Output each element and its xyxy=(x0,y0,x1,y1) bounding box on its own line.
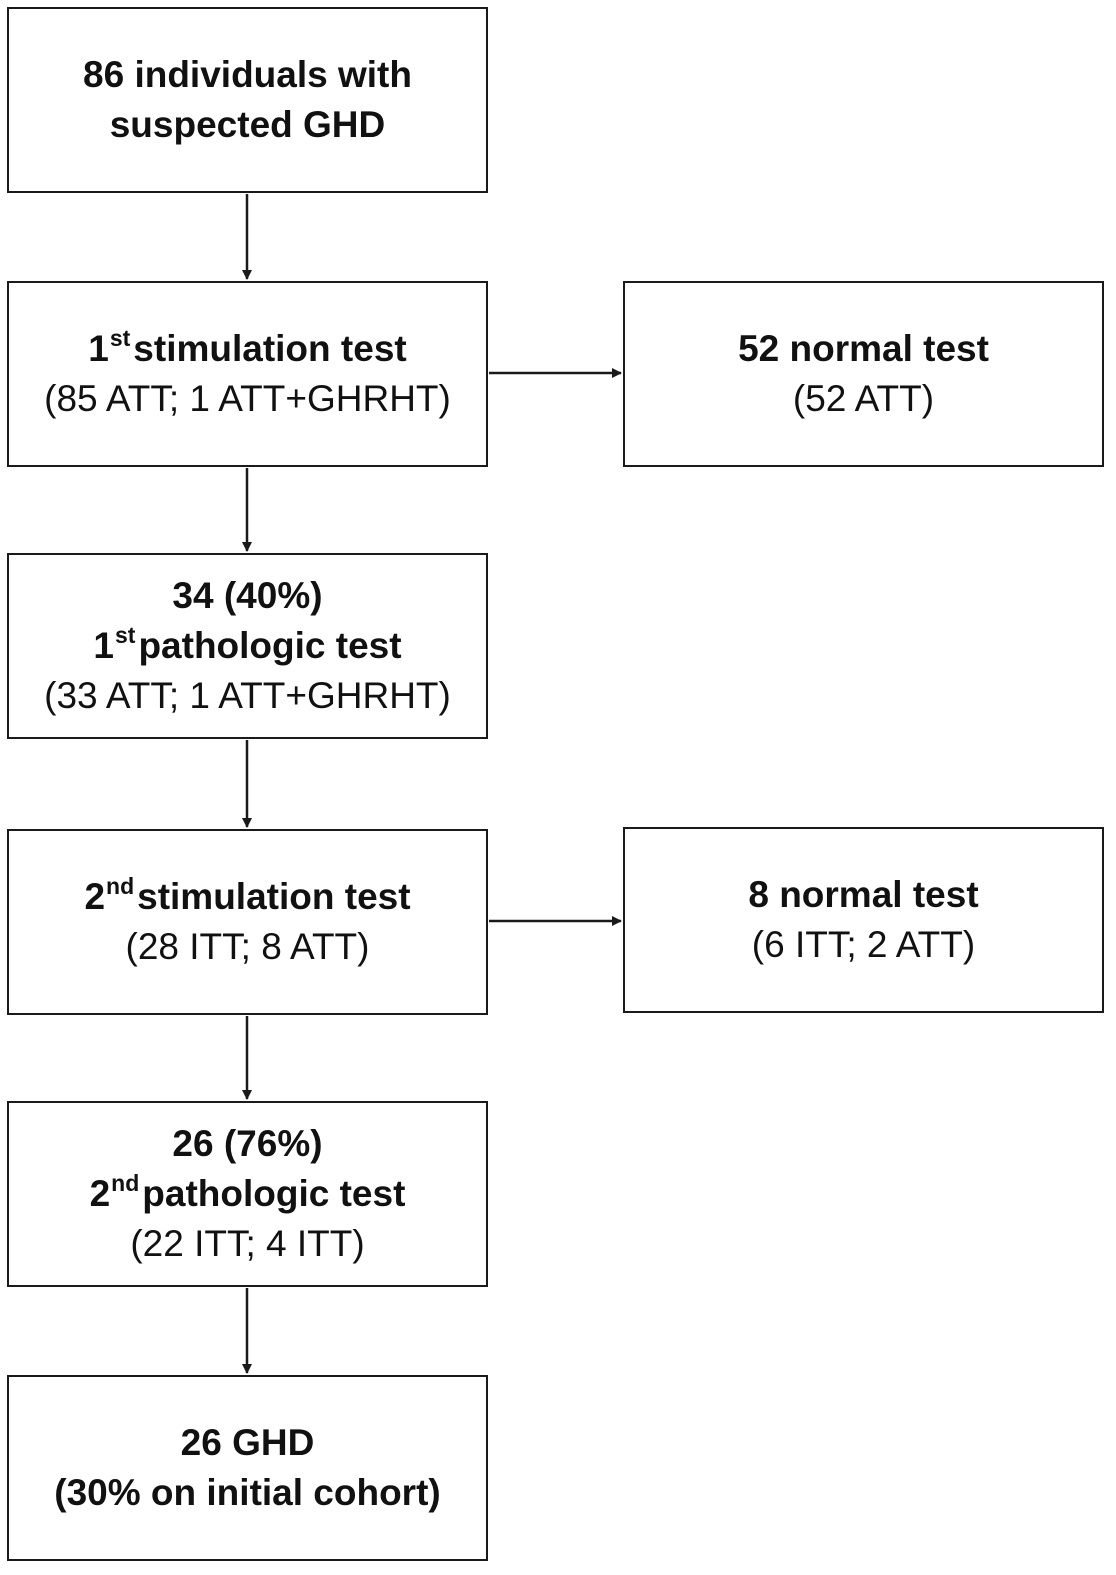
title-text: stimulation test xyxy=(133,328,407,369)
title-text: stimulation test xyxy=(137,876,411,917)
box-first-pathologic-test-title: 1stpathologic test xyxy=(93,621,401,671)
box-second-pathologic-test-detail: (22 ITT; 4 ITT) xyxy=(130,1223,365,1264)
box-second-stimulation-test: 2ndstimulation test (28 ITT; 8 ATT) xyxy=(7,829,488,1015)
ordinal-number: 1 xyxy=(93,625,114,666)
ordinal-suffix: st xyxy=(115,622,136,648)
box-second-normal-test-detail: (6 ITT; 2 ATT) xyxy=(751,924,976,965)
box-final-ghd-title: 26 GHD xyxy=(180,1422,315,1463)
ordinal-number: 2 xyxy=(84,876,106,917)
ordinal-number: 1 xyxy=(88,328,109,369)
box-second-normal-test: 8 normal test (6 ITT; 2 ATT) xyxy=(623,827,1104,1013)
title-text: pathologic test xyxy=(142,1173,406,1214)
box-first-pathologic-test-count: 34 (40%) xyxy=(172,575,323,616)
ordinal-suffix: nd xyxy=(111,1170,140,1196)
box-suspected-ghd: 86 individuals with suspected GHD xyxy=(7,7,488,193)
box-first-pathologic-test: 34 (40%) 1stpathologic test (33 ATT; 1 A… xyxy=(7,553,488,739)
box-second-stimulation-test-detail: (28 ITT; 8 ATT) xyxy=(125,926,370,967)
box-first-stimulation-test: 1ststimulation test (85 ATT; 1 ATT+GHRHT… xyxy=(7,281,488,467)
box-suspected-ghd-line2: suspected GHD xyxy=(109,104,386,145)
box-first-stimulation-test-title: 1ststimulation test xyxy=(88,324,406,374)
ordinal-number: 2 xyxy=(89,1173,111,1214)
box-final-ghd: 26 GHD (30% on initial cohort) xyxy=(7,1375,488,1561)
ordinal-suffix: nd xyxy=(106,873,135,899)
box-second-pathologic-test-count: 26 (76%) xyxy=(172,1123,323,1164)
box-second-normal-test-title: 8 normal test xyxy=(748,874,979,915)
box-second-stimulation-test-title: 2ndstimulation test xyxy=(84,872,410,922)
box-final-ghd-detail: (30% on initial cohort) xyxy=(54,1472,441,1513)
box-first-normal-test: 52 normal test (52 ATT) xyxy=(623,281,1104,467)
box-first-pathologic-test-detail: (33 ATT; 1 ATT+GHRHT) xyxy=(44,675,451,716)
box-first-normal-test-title: 52 normal test xyxy=(738,328,989,369)
box-second-pathologic-test: 26 (76%) 2ndpathologic test (22 ITT; 4 I… xyxy=(7,1101,488,1287)
title-text: pathologic test xyxy=(138,625,402,666)
box-first-stimulation-test-detail: (85 ATT; 1 ATT+GHRHT) xyxy=(44,378,451,419)
box-suspected-ghd-line1: 86 individuals with xyxy=(83,54,412,95)
ordinal-suffix: st xyxy=(109,325,131,351)
box-second-pathologic-test-title: 2ndpathologic test xyxy=(90,1169,406,1219)
box-first-normal-test-detail: (52 ATT) xyxy=(792,378,935,419)
